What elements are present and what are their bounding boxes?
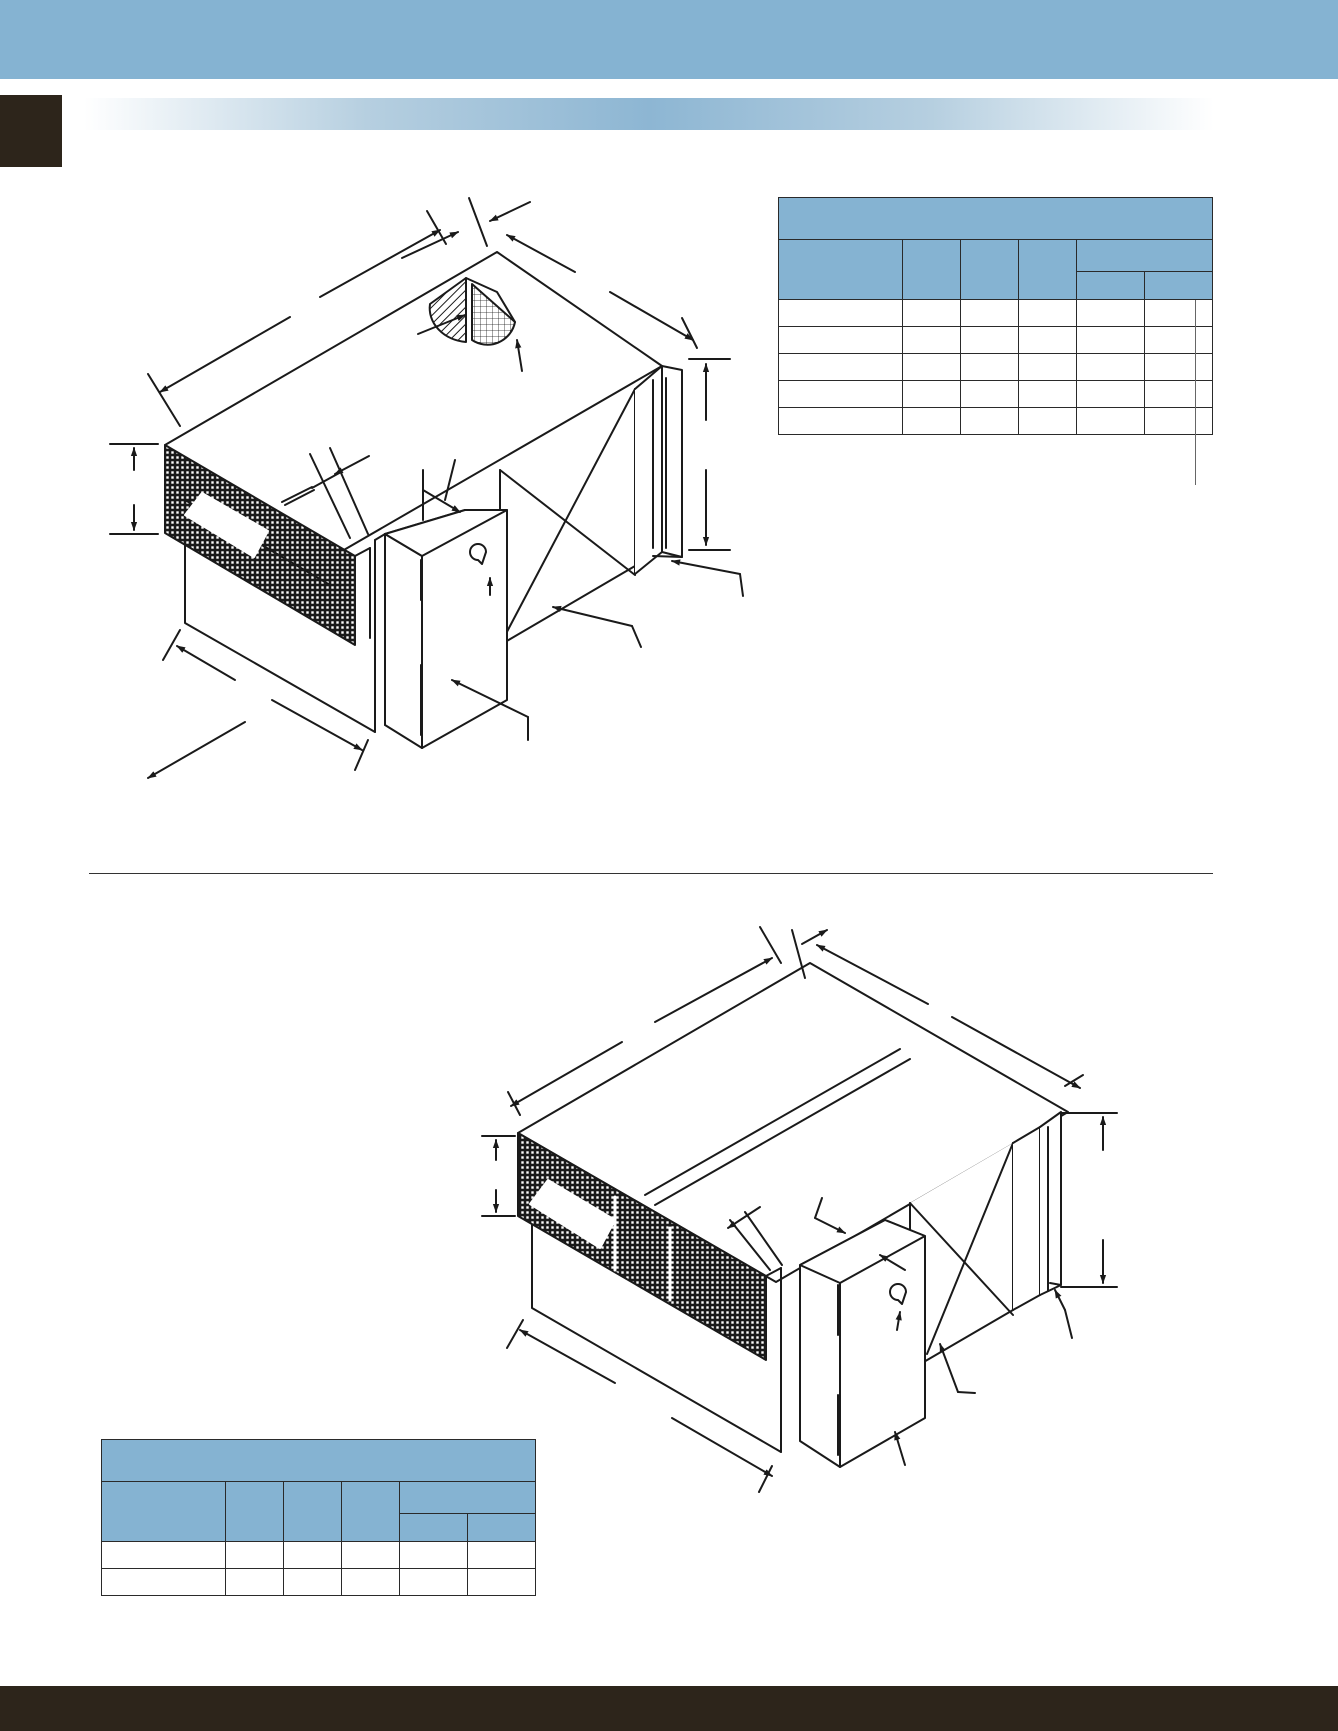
table-row (778, 407, 1214, 435)
table-title-cell (100, 1439, 537, 1482)
table-row (778, 353, 1214, 381)
filter-box-frame (517, 1132, 767, 1361)
filter-label-plate (529, 1179, 616, 1249)
unit-drawing-top (109, 197, 744, 779)
table-header-cell (960, 239, 1019, 300)
table-header-cell (1018, 239, 1077, 300)
table-subheader-cell (466, 1513, 537, 1542)
table-title-cell (777, 197, 1214, 240)
table-extension-line (1195, 300, 1196, 485)
table-header-cell (283, 1481, 342, 1542)
section-divider (89, 873, 1213, 874)
table-row (778, 299, 1214, 327)
bottom-footer-band (0, 1686, 1338, 1731)
cutaway-grid (471, 283, 516, 346)
filter-label-plate (184, 492, 269, 558)
table-header-cell (225, 1481, 284, 1542)
table-row (778, 326, 1214, 354)
table-row (778, 380, 1214, 408)
unit-drawing-bottom (481, 926, 1118, 1493)
table-header-cell (341, 1481, 400, 1542)
table-header-group-cell (398, 1481, 537, 1514)
table-header-cell (778, 239, 903, 300)
table-subheader-cell (399, 1513, 468, 1542)
table-header-cell (101, 1481, 226, 1542)
door-handle (889, 1283, 907, 1305)
table-row (101, 1541, 537, 1569)
table-header-cell (902, 239, 961, 300)
top-header-band (0, 0, 1338, 79)
table-row (101, 1568, 537, 1596)
door-handle (469, 543, 487, 565)
title-gradient-bar (84, 98, 1214, 130)
section-tab (0, 95, 62, 167)
end-flange (634, 365, 663, 575)
table-subheader-cell (1076, 271, 1145, 300)
table-subheader-cell (1143, 271, 1214, 300)
table-header-group-cell (1075, 239, 1214, 272)
spec-table-top (777, 197, 1214, 435)
spec-table-bottom (100, 1439, 537, 1596)
